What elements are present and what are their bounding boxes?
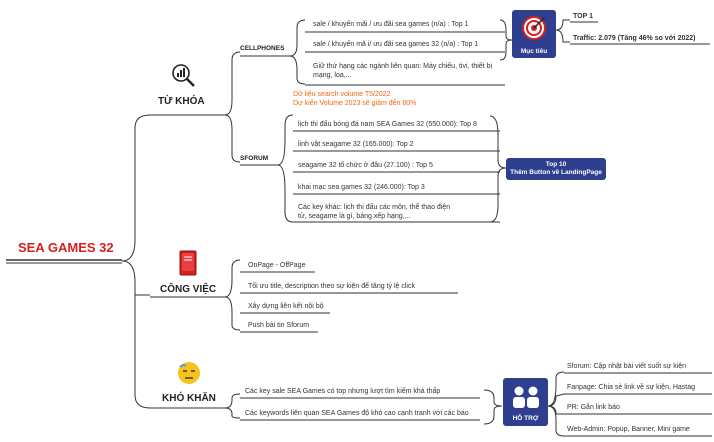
branch-cellphones: CELLPHONES bbox=[240, 45, 285, 52]
cellphones-item-3: Giữ thứ hạng các ngành liên quan: Máy ch… bbox=[313, 63, 493, 79]
cellphones-item-2: sale / khuyến mã i/ ưu đãi sea games 32 … bbox=[313, 41, 479, 48]
sforum-item-1: lịch thi đấu bóng đá nam SEA Games 32 (5… bbox=[298, 121, 477, 128]
target-icon bbox=[522, 16, 546, 40]
root-title: SEA GAMES 32 bbox=[18, 240, 114, 255]
sforum-box-line1: Top 10 bbox=[545, 161, 567, 168]
support-item-3: PR: Gắn link báo bbox=[567, 404, 620, 411]
team-icon bbox=[512, 386, 539, 408]
goal-top: TOP 1 bbox=[573, 13, 593, 20]
sforum-note-2: Dự kiến Volume 2023 sẽ giảm đến 80% bbox=[293, 100, 417, 107]
support-box: HỖ TRỢ bbox=[503, 378, 548, 426]
worried-face-icon bbox=[177, 361, 201, 385]
sforum-item-2: linh vật seagame 32 (165.000): Top 2 bbox=[298, 141, 414, 148]
goal-traffic: Traffic: 2.079 (Tăng 46% so với 2022) bbox=[573, 35, 696, 42]
khokhan-item-2: Các keywords liên quan SEA Games độ khó … bbox=[245, 410, 469, 417]
sforum-item-3: seagame 32 tổ chức ở đâu (27.100) : Top … bbox=[298, 162, 433, 169]
goal-box-label: Mục tiêu bbox=[520, 48, 548, 55]
congviec-item-3: Xây dựng liên kết nội bộ bbox=[248, 303, 324, 310]
sforum-box-line2: Thêm Button về LandingPage bbox=[510, 169, 602, 176]
cellphones-item-1: sale / khuyến mãi / ưu đãi sea games (n/… bbox=[313, 21, 469, 28]
support-box-label: HỖ TRỢ bbox=[512, 415, 539, 422]
section-title-tu-khoa: TỪ KHÓA bbox=[158, 96, 205, 107]
support-item-2: Fanpage: Chia sẻ link về sự kiện, Hastag bbox=[567, 384, 696, 391]
section-title-cong-viec: CÔNG VIỆC bbox=[160, 284, 217, 295]
support-item-4: Web-Admin: Popup, Banner, Mini game bbox=[567, 426, 690, 433]
book-icon bbox=[178, 250, 198, 276]
support-item-1: Sforum: Cập nhật bài viết suốt sự kiện bbox=[567, 363, 687, 370]
congviec-item-1: OnPage - OffPage bbox=[248, 262, 306, 269]
chart-search-icon bbox=[170, 62, 196, 88]
sforum-item-5: Các key khác: lịch thi đấu các môn, thể … bbox=[298, 204, 451, 220]
congviec-item-2: Tối ưu title, description theo sự kiện đ… bbox=[248, 283, 415, 290]
section-title-kho-khan: KHÓ KHĂN bbox=[162, 393, 216, 404]
branch-sforum: SFORUM bbox=[240, 155, 269, 162]
sforum-item-4: khai mạc sea games 32 (246.000): Top 3 bbox=[298, 184, 425, 191]
sforum-note-1: Dữ liệu search volume T5/2022 bbox=[293, 91, 391, 98]
congviec-item-4: Push bài tin Sforum bbox=[248, 322, 310, 329]
sforum-target-box: Top 10 Thêm Button về LandingPage bbox=[506, 158, 606, 180]
khokhan-item-1: Các key sale SEA Games có top nhưng lượt… bbox=[245, 388, 441, 395]
goal-box: Mục tiêu bbox=[512, 10, 556, 58]
